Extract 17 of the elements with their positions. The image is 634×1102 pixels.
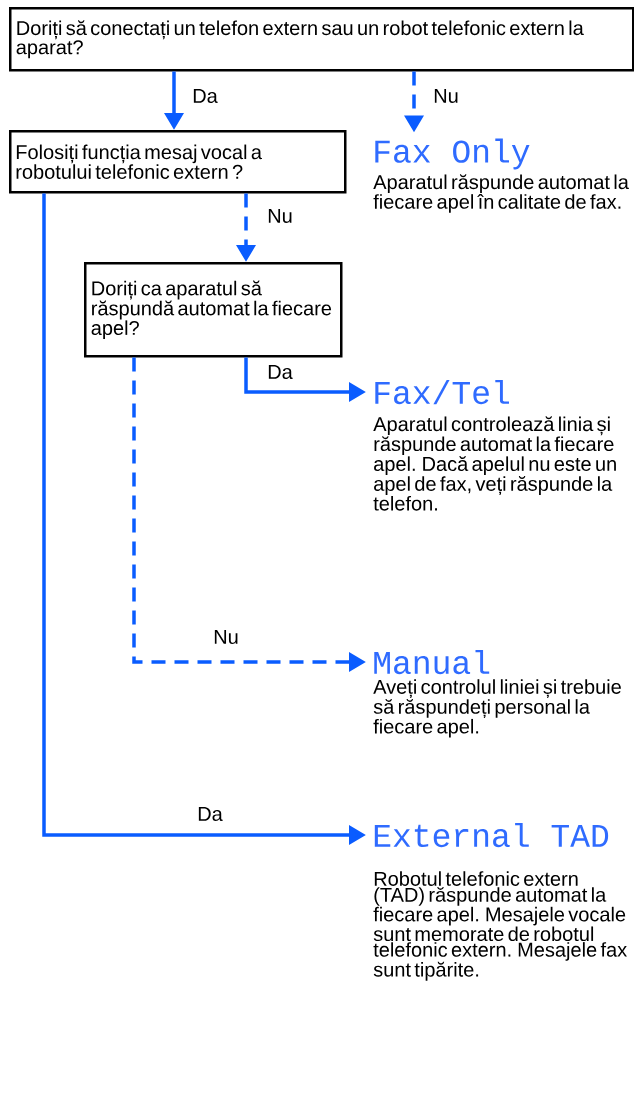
description-text: Aparatul răspunde automat la fiecare apel în calitate de fax.: [373, 174, 629, 213]
description-text: Aveți controlul liniei și trebuie să răspundeți personal la fiecare apel.: [373, 679, 621, 738]
description-text: Aparatul controlează linia și răspunde automat la fiecare apel. Dacă apelul nu este un apel de fax, veți răspunde la telefon.: [373, 416, 616, 511]
mode-heading: Manual: [374, 649, 490, 675]
edge-label: Nu: [212, 629, 240, 645]
edge-label: Nu: [266, 208, 294, 224]
mode-heading: Fax Only: [375, 138, 530, 170]
edge-label: Da: [266, 364, 294, 380]
edge-label: Da: [191, 88, 219, 104]
question-box: Doriți ca aparatul să răspundă automat la fiecare apel?: [84, 262, 343, 358]
edge-label: Nu: [432, 88, 460, 104]
question-box: Doriți să conectați un telefon extern sau un robot telefonic extern la aparat?: [9, 7, 634, 72]
mode-heading: Fax/Tel: [375, 379, 509, 405]
description-text: Robotul telefonic extern (TAD) răspunde automat la fiecare apel. Mesajele vocale sunt memorate de robotul telefonic extern. Mesajele fax sunt tipărite.: [373, 871, 627, 981]
edge-label: Da: [196, 806, 224, 822]
mode-heading: External TAD: [374, 822, 609, 848]
question-box: Folosiți funcția mesaj vocal a robotului telefonic extern ?: [9, 130, 347, 194]
